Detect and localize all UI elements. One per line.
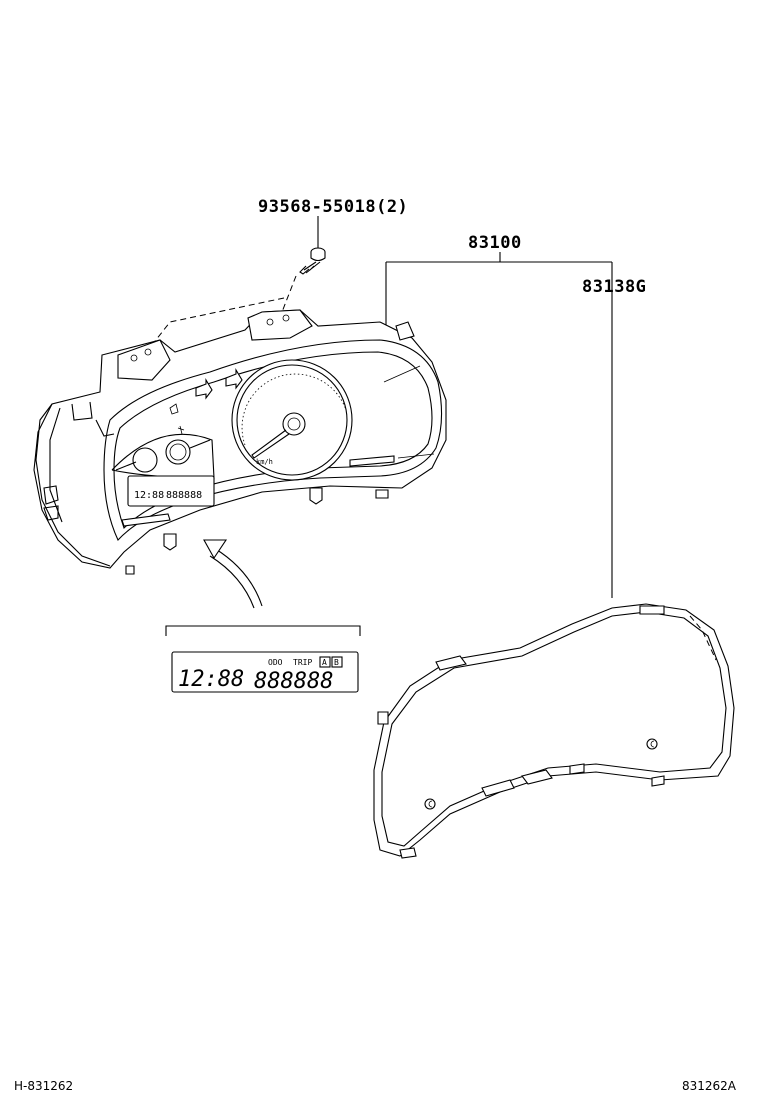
display-detail: 12:88 ODO TRIP A B 888888	[171, 651, 359, 694]
display-odo-label: ODO	[268, 658, 283, 667]
screw-icon	[299, 247, 326, 275]
detail-arrow-icon	[203, 539, 263, 609]
display-trip-label: TRIP	[293, 658, 312, 667]
cluster-lcd-clock: 12:88	[134, 490, 164, 501]
footer-left-code: H-831262	[14, 1079, 73, 1093]
cluster-lcd-odometer: 888888	[166, 490, 202, 501]
display-odometer: 888888	[254, 669, 333, 694]
speed-unit-label: km/h	[256, 458, 273, 466]
glass-part-number: 83138G	[582, 277, 646, 297]
display-clock: 12:88	[178, 667, 244, 692]
install-line-left	[151, 297, 285, 346]
display-trip-a: A	[322, 658, 327, 667]
install-line-right	[281, 275, 297, 313]
footer-right-code: 831262A	[682, 1079, 737, 1093]
display-trip-b: B	[334, 658, 339, 667]
leader-lines	[317, 216, 613, 598]
meter-assembly-part-number: 83100	[468, 233, 522, 253]
combination-meter-icon: km/h 12:88 888888	[33, 309, 447, 575]
detail-bracket	[165, 625, 361, 636]
meter-glass-icon	[373, 603, 735, 859]
screw-part-number: 93568-55018(2)	[258, 197, 408, 217]
